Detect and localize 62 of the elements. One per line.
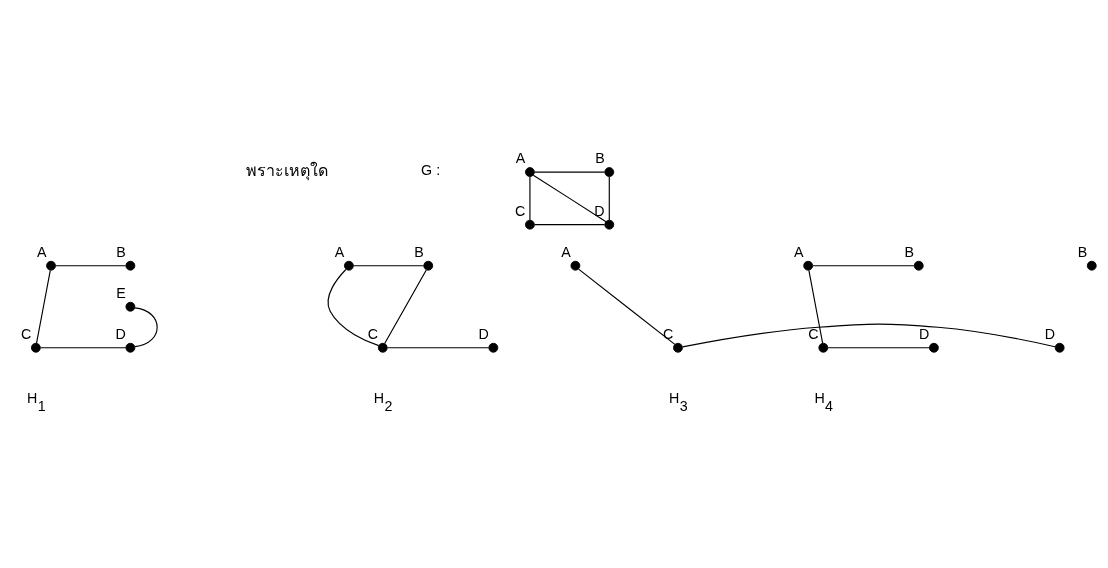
node-circle	[1054, 342, 1065, 353]
connector	[812, 265, 915, 267]
connector	[529, 176, 531, 221]
node-circle	[125, 260, 136, 271]
node-label: B	[116, 243, 126, 260]
connector	[578, 268, 676, 345]
node-circle	[488, 342, 499, 353]
node-circle	[604, 219, 615, 230]
node-circle	[30, 342, 41, 353]
label: พราะเหตุใด	[245, 161, 328, 179]
node-circle	[125, 301, 136, 312]
node-label: D	[478, 325, 489, 342]
node-label: C	[808, 325, 819, 342]
node-label: C	[663, 325, 674, 342]
node-label: A	[515, 149, 526, 166]
node-label: D	[1044, 325, 1055, 342]
node-label: A	[561, 243, 571, 260]
node-circle	[803, 260, 814, 271]
node-label: B	[1077, 243, 1088, 260]
node-circle	[525, 219, 535, 230]
node-circle	[818, 342, 829, 353]
node-label: B	[904, 243, 915, 260]
connector	[352, 265, 425, 267]
node-circle	[604, 167, 615, 177]
node-circle	[913, 260, 924, 271]
node-label: C	[367, 325, 379, 342]
node-label: B	[595, 149, 605, 166]
connector	[40, 347, 127, 349]
connector	[35, 269, 51, 344]
node-circle	[929, 342, 939, 353]
node-label: A	[334, 243, 345, 260]
node-circle	[525, 167, 535, 177]
connector	[827, 347, 930, 349]
connector	[386, 347, 490, 349]
node-label: C	[514, 202, 526, 219]
connector	[532, 174, 607, 223]
node-label: B	[414, 243, 424, 260]
node-label: A	[794, 243, 804, 260]
connector	[384, 269, 427, 345]
connector	[608, 176, 610, 221]
connector	[534, 171, 606, 173]
connector	[681, 323, 1056, 348]
node-label: D	[918, 325, 930, 342]
connector	[55, 265, 127, 267]
node-circle	[423, 260, 434, 271]
node-circle	[570, 260, 581, 271]
connector	[327, 268, 380, 347]
node-label: C	[20, 325, 32, 342]
node-circle	[377, 342, 388, 353]
node-label: D	[594, 202, 605, 219]
node-label: D	[115, 325, 126, 342]
node-label: A	[36, 243, 47, 260]
node-circle	[125, 342, 136, 353]
connector	[808, 269, 824, 344]
connector	[534, 224, 606, 226]
connector	[134, 307, 158, 348]
node-circle	[1086, 260, 1097, 271]
node-circle	[46, 260, 56, 271]
node-circle	[344, 260, 354, 271]
node-label: E	[116, 284, 126, 301]
node-circle	[673, 342, 683, 353]
label: G :	[421, 162, 441, 179]
